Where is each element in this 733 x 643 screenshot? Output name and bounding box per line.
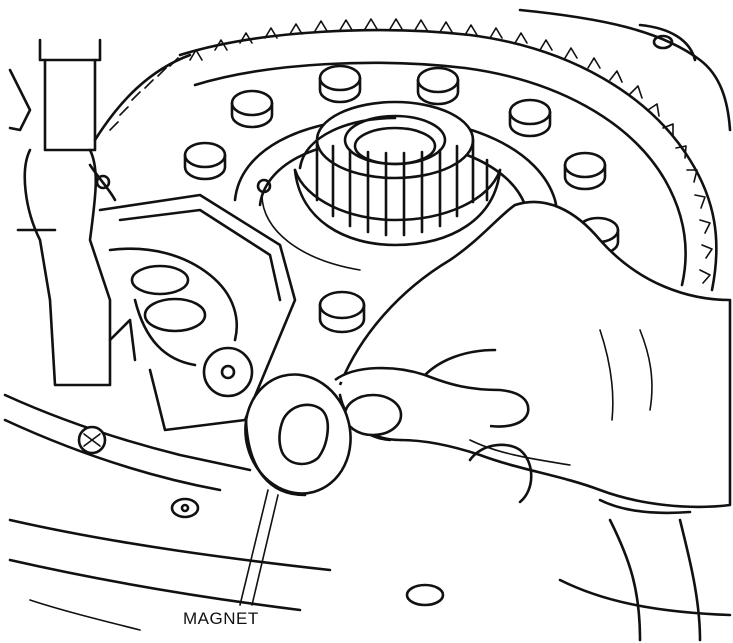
bolt-head (318, 290, 366, 334)
bolt-head (318, 64, 362, 104)
bolt-head (230, 89, 274, 129)
bolt-heads (183, 64, 620, 334)
small-fasteners (77, 425, 445, 607)
bolt-head (416, 66, 460, 106)
magnet (244, 373, 352, 497)
magnet-label: MAGNET (183, 609, 259, 628)
bolt-head (183, 141, 227, 181)
roller-bearing (293, 100, 502, 247)
ring-gear (93, 18, 718, 292)
magnet-leader (239, 489, 279, 606)
hand (334, 200, 732, 509)
bracket (98, 193, 297, 432)
bolt-head (563, 151, 607, 191)
output-shaft (468, 443, 732, 642)
bolt-head (508, 98, 552, 138)
shift-linkage (8, 38, 137, 387)
